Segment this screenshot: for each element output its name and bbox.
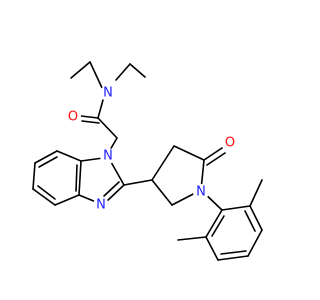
lactam-oxygen-atom: O — [222, 135, 238, 151]
bond — [211, 215, 225, 237]
atom-label: N — [196, 185, 206, 200]
bond — [203, 147, 223, 161]
bond — [115, 63, 131, 81]
molecule-structure: N O N N O N — [32, 61, 263, 261]
bond — [78, 160, 82, 196]
bond — [80, 157, 104, 162]
atom-label: N — [96, 198, 106, 213]
bond — [105, 184, 125, 203]
bond — [205, 236, 219, 261]
bond — [97, 117, 118, 139]
bond — [32, 162, 36, 190]
bond — [151, 179, 173, 206]
bond — [129, 63, 146, 78]
bond — [110, 161, 125, 186]
bond-lines — [32, 61, 263, 261]
bond — [220, 250, 247, 255]
atom-label: N — [103, 149, 113, 164]
bond — [205, 209, 223, 238]
benzimidazole-n1-atom: N — [100, 148, 116, 164]
bond — [247, 229, 263, 257]
atom-label: O — [225, 136, 235, 151]
bond — [38, 156, 58, 168]
lactam-nitrogen-atom: N — [193, 184, 209, 200]
atom-label: O — [68, 110, 78, 125]
amide-nitrogen-atom: N — [100, 85, 116, 101]
bond — [32, 188, 56, 206]
bond — [97, 99, 104, 119]
bond — [249, 205, 263, 231]
benzimidazole-n3-atom: N — [93, 197, 109, 213]
amide-oxygen-atom: O — [65, 109, 81, 125]
bond — [151, 145, 175, 181]
bond — [56, 150, 82, 162]
bond — [221, 205, 251, 211]
bond — [206, 152, 226, 166]
bond — [249, 179, 263, 207]
bond — [80, 115, 99, 119]
atom-label: N — [103, 86, 113, 101]
bond — [123, 179, 153, 186]
bond — [34, 150, 58, 164]
bond — [217, 255, 249, 261]
bond — [81, 120, 100, 124]
bond — [103, 181, 120, 197]
bond — [89, 61, 104, 91]
bond — [75, 164, 78, 192]
bond — [37, 185, 56, 200]
bond — [54, 194, 80, 206]
atom-labels: N O N N O N — [65, 85, 238, 213]
bond — [173, 145, 205, 161]
bond — [109, 137, 118, 151]
bond — [244, 210, 256, 232]
bond — [177, 236, 207, 241]
bond — [78, 194, 97, 203]
bond — [70, 61, 91, 79]
